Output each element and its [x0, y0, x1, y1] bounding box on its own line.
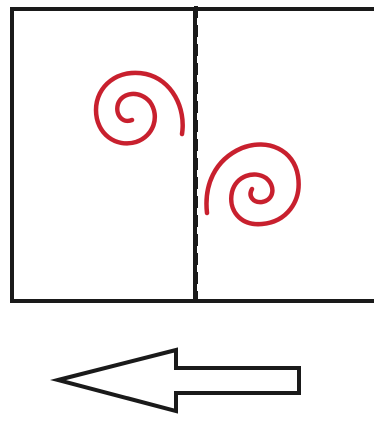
- left-panel: [12, 9, 195, 301]
- left-arrow-icon: [58, 350, 299, 411]
